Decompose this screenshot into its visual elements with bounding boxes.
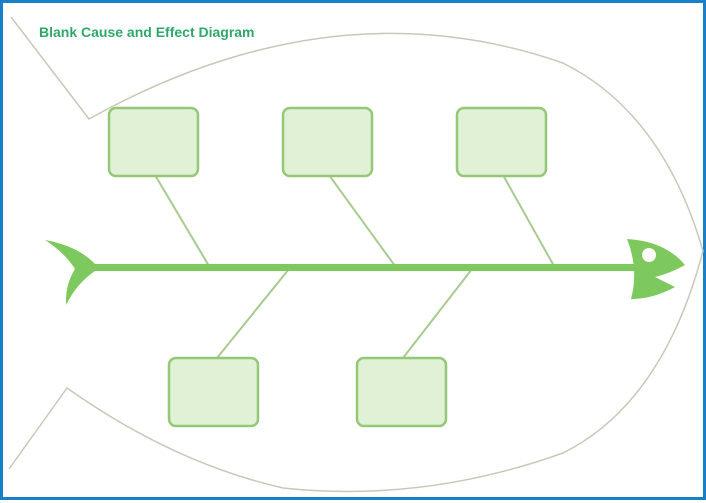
cause-box-top-1[interactable]: [107, 106, 200, 178]
fish-tail-icon: [45, 240, 107, 305]
spine: [95, 264, 635, 271]
bone-top-3: [502, 174, 555, 267]
cause-box-bottom-1[interactable]: [167, 356, 260, 428]
bone-bottom-2: [402, 268, 473, 359]
fish-body-outline: [8, 16, 704, 493]
cause-box-bottom-2[interactable]: [355, 356, 448, 428]
bone-bottom-1: [216, 268, 290, 359]
fish-head-icon: [627, 239, 685, 299]
cause-box-top-2[interactable]: [281, 106, 374, 178]
fishbone-diagram: [8, 16, 704, 493]
diagram-title: Blank Cause and Effect Diagram: [39, 24, 255, 40]
bone-top-1: [154, 174, 210, 267]
bone-top-2: [328, 174, 396, 267]
cause-box-top-3[interactable]: [455, 106, 548, 178]
